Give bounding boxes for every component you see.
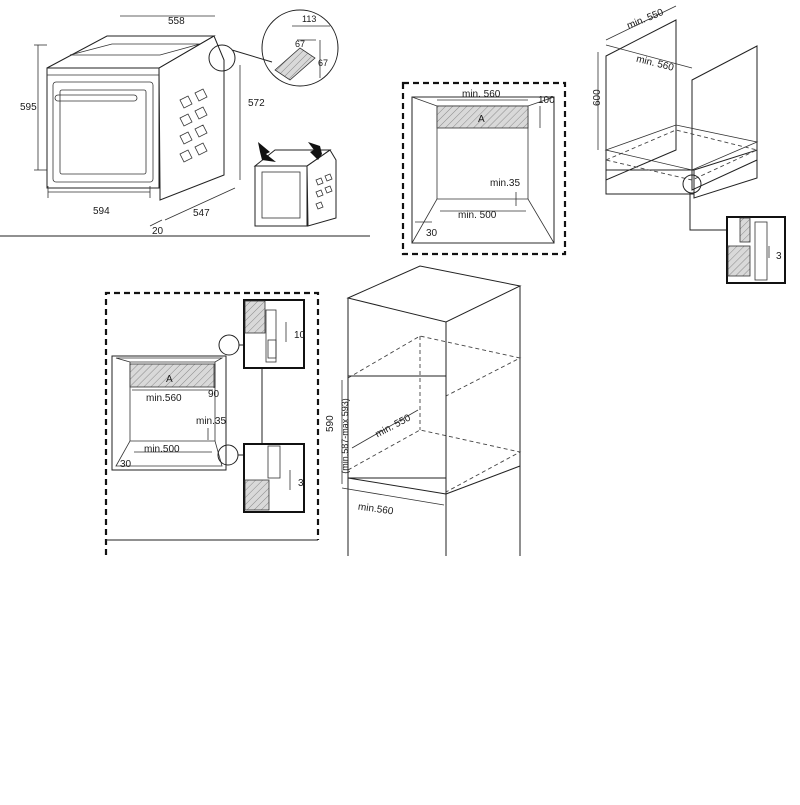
arrow-right-icon — [308, 142, 322, 160]
column-side: 30 — [120, 459, 132, 470]
column-niche: A 90 min.560 min.35 min.500 30 10 3 — [104, 291, 320, 555]
niche-width: min. 560 — [462, 89, 501, 100]
niche-side: 30 — [426, 228, 438, 239]
column-detail-bottom: 3 — [243, 443, 305, 513]
niche-gap: min.35 — [490, 178, 520, 189]
cabinet-detail-gap: 3 — [776, 251, 782, 262]
undercounter-niche: A min. 560 100 min.35 min. 500 30 — [401, 81, 567, 256]
dim-height: 595 — [20, 102, 37, 113]
detail-b: 67 — [295, 39, 305, 49]
column-cabinet-depth: min. 550 — [374, 412, 413, 440]
detail-c: 67 — [318, 58, 328, 68]
undercounter-cabinet: min. 550 min. 560 600 3 — [592, 5, 786, 284]
column-cabinet-height-range: (min.587-max 593) — [340, 398, 350, 474]
dim-top-width: 558 — [168, 16, 185, 27]
column-cabinet-width: min.560 — [357, 502, 394, 518]
oven-insertion — [253, 142, 337, 227]
oven-overview: 595 594 558 572 547 20 113 67 67 — [0, 9, 370, 237]
detail-a: 113 — [302, 14, 316, 24]
dim-front-width: 594 — [93, 206, 110, 217]
oven-front — [46, 67, 160, 189]
niche-bottom-opening: min. 500 — [458, 210, 497, 221]
column-width: min.560 — [146, 393, 182, 404]
dim-bottom-depth: 547 — [193, 208, 210, 219]
cabinet-width: min. 560 — [635, 54, 675, 74]
niche-vent-height: 100 — [538, 95, 555, 106]
dim-door-offset: 20 — [152, 226, 164, 237]
column-bottom-opening: min.500 — [144, 444, 180, 455]
arrow-left-icon — [258, 142, 276, 162]
column-vent-height: 90 — [208, 389, 220, 400]
column-detail-bottom-gap: 3 — [298, 478, 304, 489]
cabinet-detail: 3 — [726, 216, 786, 284]
dim-depth-right: 572 — [248, 98, 265, 109]
corner-detail: 113 67 67 — [261, 9, 339, 87]
column-detail-top-gap: 10 — [294, 330, 306, 341]
column-cabinet-height: 590 — [325, 415, 336, 432]
niche-vent-area: A — [478, 114, 485, 125]
cabinet-height: 600 — [592, 89, 603, 106]
column-vent-area: A — [166, 374, 173, 385]
column-cabinet: 590 (min.587-max 593) min. 550 min.560 — [325, 265, 522, 556]
column-detail-top: 10 — [243, 299, 306, 369]
column-gap: min.35 — [196, 416, 226, 427]
